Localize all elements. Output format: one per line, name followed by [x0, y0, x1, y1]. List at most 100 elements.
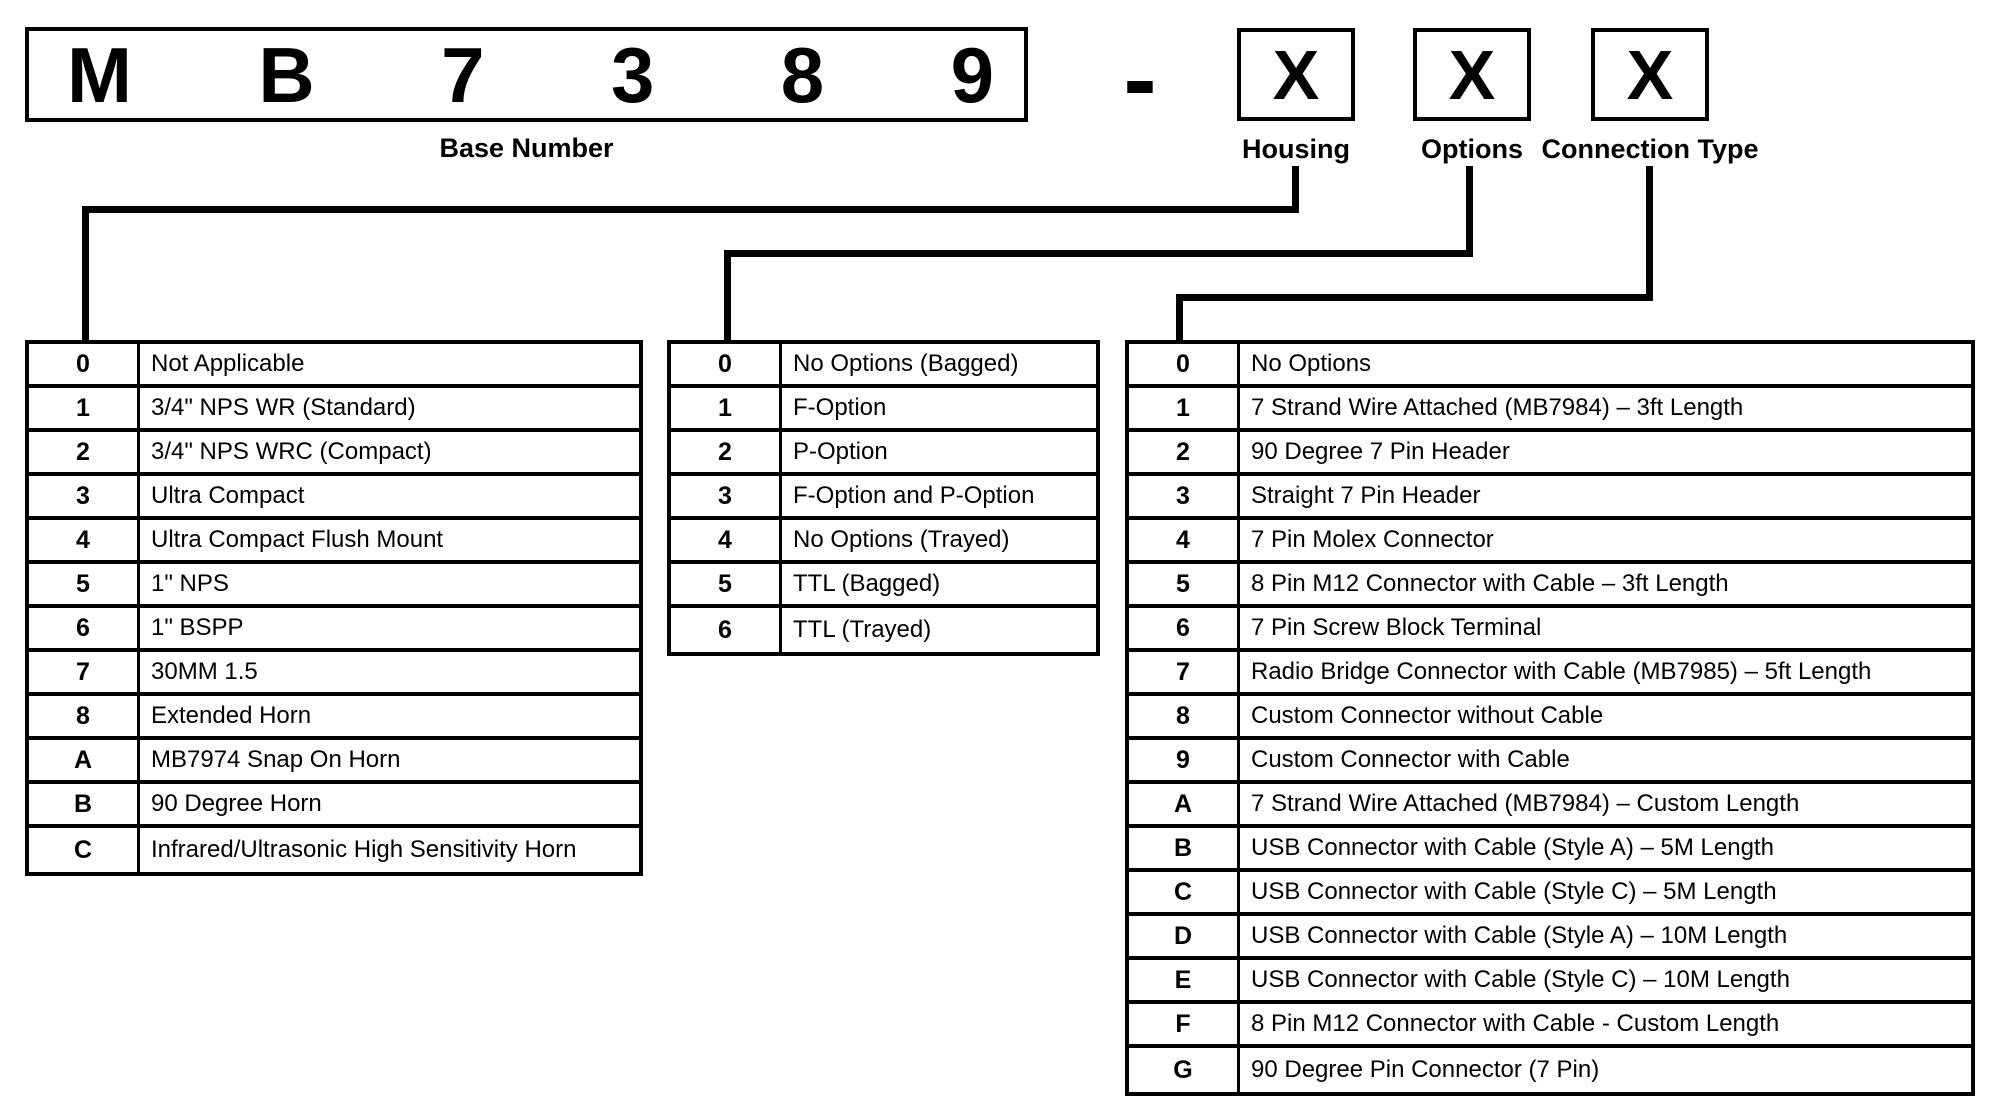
- row-description: No Options (Trayed): [793, 526, 1010, 553]
- options-connector-horizontal: [724, 250, 1473, 257]
- row-code: 2: [671, 432, 782, 472]
- housing-connector-vertical: [82, 206, 89, 342]
- table-row: 4 Ultra Compact Flush Mount: [29, 520, 639, 564]
- row-code: C: [1129, 872, 1240, 912]
- options-x-placeholder: X: [1448, 35, 1496, 114]
- table-row: G 90 Degree Pin Connector (7 Pin): [1129, 1048, 1971, 1092]
- row-description: No Options (Bagged): [793, 350, 1019, 377]
- housing-x-box: X: [1237, 28, 1355, 121]
- row-description: TTL (Bagged): [793, 570, 941, 597]
- row-code: G: [1129, 1048, 1240, 1092]
- row-description: 8 Pin M12 Connector with Cable - Custom …: [1251, 1010, 1780, 1037]
- row-description: MB7974 Snap On Horn: [151, 746, 401, 773]
- row-description: 7 Pin Molex Connector: [1251, 526, 1494, 553]
- table-row: 8 Extended Horn: [29, 696, 639, 740]
- row-code: E: [1129, 960, 1240, 1000]
- row-code: 7: [1129, 652, 1240, 692]
- connection-type-connector-stub: [1646, 166, 1653, 301]
- row-description: 7 Strand Wire Attached (MB7984) – Custom…: [1251, 790, 1800, 817]
- row-code: B: [1129, 828, 1240, 868]
- table-row: 6 7 Pin Screw Block Terminal: [1129, 608, 1971, 652]
- row-code: 8: [29, 696, 140, 736]
- table-row: A 7 Strand Wire Attached (MB7984) – Custo…: [1129, 784, 1971, 828]
- row-code: 5: [671, 564, 782, 604]
- row-description: USB Connector with Cable (Style C) – 5M …: [1251, 878, 1777, 905]
- housing-x-placeholder: X: [1272, 35, 1320, 114]
- table-row: 0 Not Applicable: [29, 344, 639, 388]
- row-description: Custom Connector without Cable: [1251, 702, 1604, 729]
- base-letter-1: M: [67, 30, 132, 119]
- row-code: 6: [29, 608, 140, 648]
- row-description: 90 Degree Horn: [151, 790, 322, 817]
- table-row: 5 TTL (Bagged): [671, 564, 1096, 608]
- row-description: 1" NPS: [151, 570, 229, 597]
- row-code: 5: [1129, 564, 1240, 604]
- options-label: Options: [1421, 134, 1523, 164]
- table-row: 7 30MM 1.5: [29, 652, 639, 696]
- options-connector-stub: [1466, 166, 1473, 257]
- row-code: 4: [29, 520, 140, 560]
- row-code: 6: [1129, 608, 1240, 648]
- table-row: 4 7 Pin Molex Connector: [1129, 520, 1971, 564]
- connection-type-connector-horizontal: [1176, 294, 1653, 301]
- row-code: A: [1129, 784, 1240, 824]
- row-code: D: [1129, 916, 1240, 956]
- row-description: 3/4" NPS WRC (Compact): [151, 438, 432, 465]
- row-description: Extended Horn: [151, 702, 312, 729]
- table-row: 5 1" NPS: [29, 564, 639, 608]
- row-code: 6: [671, 608, 782, 652]
- row-description: 30MM 1.5: [151, 658, 258, 685]
- base-letter-5: 8: [780, 30, 825, 119]
- row-description: 7 Pin Screw Block Terminal: [1251, 614, 1542, 641]
- row-description: Not Applicable: [151, 350, 305, 377]
- connection-type-x-placeholder: X: [1626, 35, 1674, 114]
- row-code: 7: [29, 652, 140, 692]
- row-code: 2: [29, 432, 140, 472]
- row-description: 90 Degree Pin Connector (7 Pin): [1251, 1056, 1600, 1083]
- connection-type-x-box: X: [1591, 28, 1709, 121]
- row-code: 1: [1129, 388, 1240, 428]
- row-description: 7 Strand Wire Attached (MB7984) – 3ft Le…: [1251, 394, 1744, 421]
- row-description: 90 Degree 7 Pin Header: [1251, 438, 1510, 465]
- row-code: 3: [29, 476, 140, 516]
- table-row: B USB Connector with Cable (Style A) – 5M…: [1129, 828, 1971, 872]
- row-description: 8 Pin M12 Connector with Cable – 3ft Len…: [1251, 570, 1729, 597]
- row-code: 8: [1129, 696, 1240, 736]
- row-code: 0: [29, 344, 140, 384]
- dash-separator: -: [1123, 23, 1157, 135]
- row-description: Custom Connector with Cable: [1251, 746, 1570, 773]
- row-description: USB Connector with Cable (Style A) – 5M …: [1251, 834, 1774, 861]
- row-code: 0: [671, 344, 782, 384]
- base-letter-3: 7: [441, 30, 485, 119]
- base-letter-4: 3: [610, 30, 655, 119]
- row-description: Straight 7 Pin Header: [1251, 482, 1481, 509]
- table-row: 3 Ultra Compact: [29, 476, 639, 520]
- connection-type-label: Connection Type: [1541, 134, 1759, 164]
- options-connector-vertical: [724, 250, 731, 342]
- row-description: Ultra Compact Flush Mount: [151, 526, 444, 553]
- row-description: No Options: [1251, 350, 1372, 377]
- row-code: B: [29, 784, 140, 824]
- housing-connector-horizontal: [82, 206, 1299, 213]
- row-code: 4: [1129, 520, 1240, 560]
- row-code: 5: [29, 564, 140, 604]
- row-description: F-Option and P-Option: [793, 482, 1035, 509]
- row-code: F: [1129, 1004, 1240, 1044]
- row-description: Ultra Compact: [151, 482, 305, 509]
- connection-type-connector-vertical: [1176, 294, 1183, 342]
- base-letter-6: 9: [950, 30, 994, 119]
